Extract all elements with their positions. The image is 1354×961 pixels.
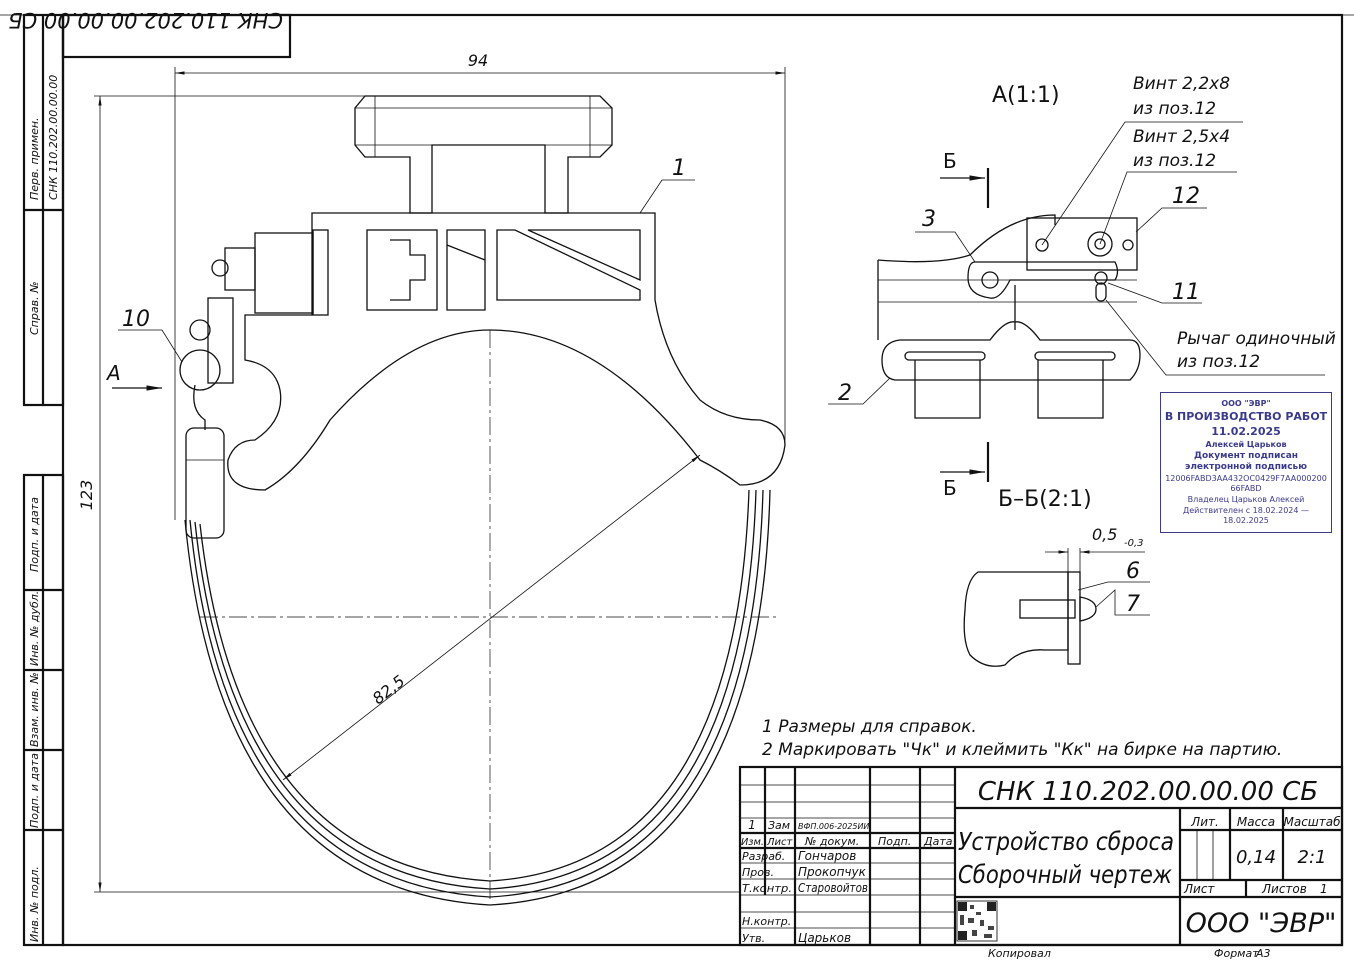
title-block: СНК 110.202.00.00.00 СБ Устройство сброс… <box>738 765 1344 960</box>
sheets-label: Листов <box>1261 882 1307 896</box>
stamp-title: В ПРОИЗВОДСТВО РАБОТ <box>1164 410 1328 423</box>
view-a-title: А(1:1) <box>992 83 1060 108</box>
section-marker-top: Б <box>943 149 957 173</box>
callout-lever-line1: Рычаг одиночный <box>1177 329 1336 349</box>
left-strip: Перв. примен. СНК 110.202.00.00.00 Справ… <box>8 8 283 942</box>
sheet-label: Лист <box>1183 882 1215 896</box>
perv-primen-value: СНК 110.202.00.00.00 <box>47 75 60 200</box>
change-type: Зам <box>768 819 790 832</box>
header-list: Лист <box>766 837 794 848</box>
role-name: Царьков <box>798 931 851 945</box>
stamp-owner: Владелец Царьков Алексей <box>1187 495 1305 504</box>
position-6: 6 <box>1126 559 1140 584</box>
stamp-validity: Действителен с 18.02.2024 — 18.02.2025 <box>1182 506 1310 525</box>
header-date: Дата <box>923 835 953 848</box>
title-name-line1: Устройство сброса <box>958 827 1174 856</box>
stamp-org: ООО "ЭВР" <box>1221 399 1271 408</box>
rotated-code: СНК 110.202.00.00.00 СБ <box>8 8 283 32</box>
sheet-frame <box>0 13 1354 947</box>
view-a: А(1:1) Б Б Винт 2,2х8 из поз.12 Винт 2,5… <box>828 74 1336 500</box>
change-doc: ВФП.006-2025ИИ <box>798 822 869 831</box>
role-label: Т.контр. <box>742 882 792 895</box>
scale-value: 2:1 <box>1298 847 1327 868</box>
callout-screw2-line1: Винт 2,5х4 <box>1133 127 1230 147</box>
section-b-b: Б–Б(2:1) 0,5 -0,3 6 7 <box>963 487 1150 667</box>
position-10: 10 <box>122 307 150 332</box>
copied-label: Копировал <box>988 947 1051 960</box>
stamp-signed-text: Документ подписан электронной подписью <box>1184 450 1307 472</box>
role-name: Старовойтов <box>798 881 868 895</box>
note-2: 2 Маркировать "Чк" и клеймить "Кк" на би… <box>762 740 1282 760</box>
callout-lever-line2: из поз.12 <box>1177 352 1260 372</box>
lit-label: Лит. <box>1190 815 1219 829</box>
position-12: 12 <box>1172 184 1200 209</box>
callout-screw1-line2: из поз.12 <box>1133 99 1216 119</box>
format-label: Формат <box>1214 947 1259 960</box>
role-label: Н.контр. <box>742 915 791 928</box>
role-label: Утв. <box>742 932 765 945</box>
position-1: 1 <box>672 156 686 181</box>
podp-data-label-2: Подп. и дата <box>28 753 41 828</box>
change-num: 1 <box>748 818 756 832</box>
section-title: Б–Б(2:1) <box>998 487 1092 512</box>
mass-value: 0,14 <box>1236 847 1276 868</box>
title-name-line2: Сборочный чертеж <box>958 860 1172 889</box>
technical-notes: 1 Размеры для справок. 2 Маркировать "Чк… <box>762 717 1282 760</box>
dimension-width: 94 <box>468 51 488 70</box>
sheets-value: 1 <box>1320 882 1328 896</box>
callout-screw2-line2: из поз.12 <box>1133 151 1216 171</box>
sprav-label: Справ. № <box>28 281 41 335</box>
role-name: Гончаров <box>798 849 856 863</box>
vzam-inv-label: Взам. инв. № <box>28 672 41 747</box>
stamp-certificate: 12006FABD3AA432OC0429F7AA00020066FABD <box>1165 474 1327 493</box>
format-value: А3 <box>1255 947 1271 960</box>
position-11: 11 <box>1172 280 1200 305</box>
note-1: 1 Размеры для справок. <box>762 717 977 737</box>
signature-stamp: ООО "ЭВР" В ПРОИЗВОДСТВО РАБОТ 11.02.202… <box>1160 392 1332 533</box>
role-label: Пров. <box>742 866 774 879</box>
role-name: Прокопчук <box>798 865 867 879</box>
perv-primen-label: Перв. примен. <box>28 117 41 200</box>
stamp-date: 11.02.2025 <box>1211 424 1281 438</box>
dimension-height: 123 <box>77 480 96 511</box>
dimension-diameter: 82,5 <box>369 671 409 708</box>
view-a-arrow-label: А <box>105 361 121 385</box>
stamp-signer: Алексей Царьков <box>1205 439 1287 449</box>
title-code: СНК 110.202.00.00.00 СБ <box>978 777 1318 807</box>
header-doc: № докум. <box>804 835 859 848</box>
position-2: 2 <box>838 381 852 406</box>
header-podp: Подп. <box>878 835 911 848</box>
callout-screw1-line1: Винт 2,2х8 <box>1133 74 1230 94</box>
section-marker-bottom: Б <box>943 476 957 500</box>
inv-dubl-label: Инв. № дубл. <box>28 591 41 666</box>
mass-label: Масса <box>1237 815 1275 829</box>
role-label: Разраб. <box>742 850 785 863</box>
roles-list: Разраб. Гончаров Пров. Прокопчук Т.контр… <box>742 849 868 945</box>
podp-data-label-1: Подп. и дата <box>28 497 41 572</box>
company-name: ООО "ЭВР" <box>1186 908 1337 939</box>
position-7: 7 <box>1126 592 1140 617</box>
dimension-gap-tolerance: -0,3 <box>1124 538 1144 549</box>
qr-code <box>956 900 998 942</box>
header-izm: Изм. <box>741 837 764 848</box>
inv-podl-label: Инв. № подл. <box>28 866 41 942</box>
dimension-gap: 0,5 <box>1092 525 1117 544</box>
scale-label: Масштаб <box>1283 815 1341 829</box>
position-3: 3 <box>922 207 936 232</box>
main-view: 94 123 82,5 А 1 <box>77 51 786 906</box>
